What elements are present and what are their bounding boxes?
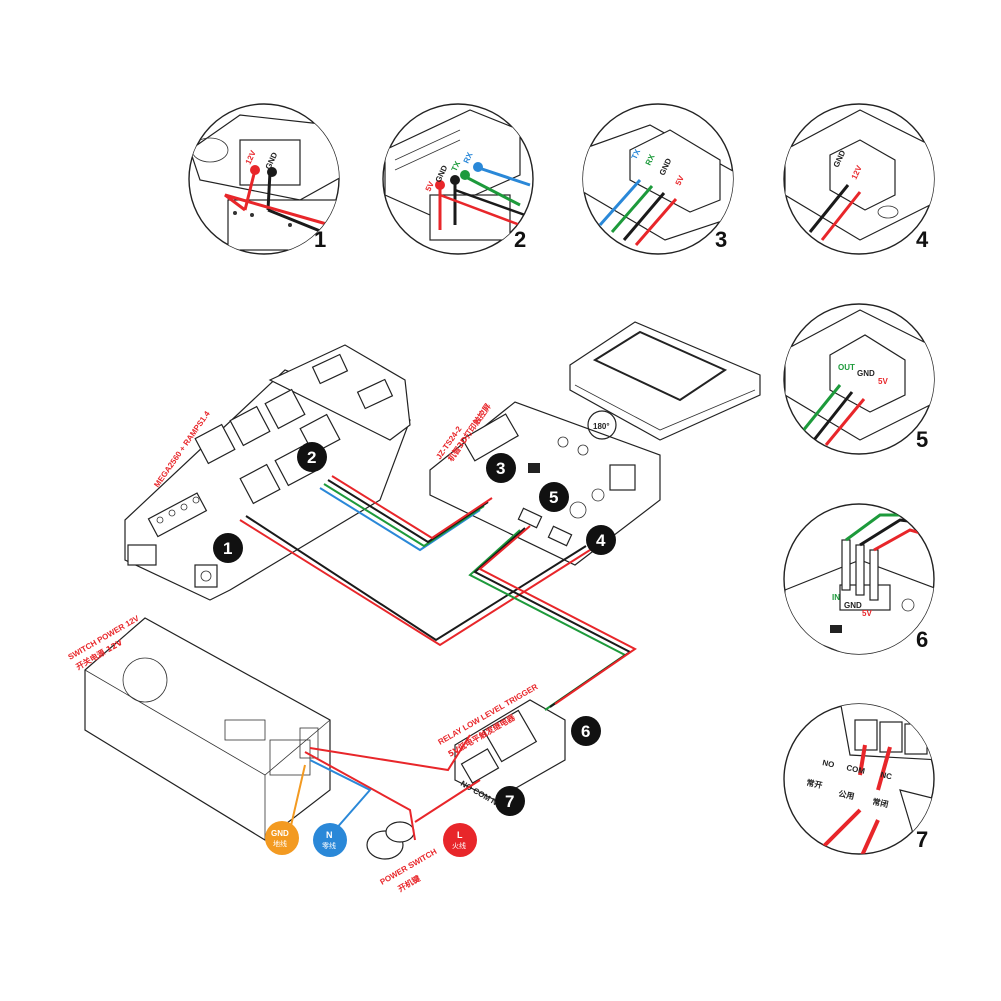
badge-gnd: GND 地线 [265,821,299,855]
marker-6-text: 6 [581,722,590,741]
inset-4-number: 4 [916,227,929,252]
marker-7-text: 7 [505,792,514,811]
power-supply: SWITCH POWER 12V 开关电源 12V [67,613,331,841]
rotate-label: 180° [593,422,610,431]
badge-n: N 零线 [313,823,347,857]
marker-3-text: 3 [496,459,505,478]
inset-2-pin-tx: TX [450,159,463,173]
relay-module: RELAY LOW LEVEL TRIGGER 5V低电平触发继电器 NO CO… [437,682,566,810]
badge-l-cn: 火线 [452,841,466,850]
marker-5: 5 [539,482,569,512]
marker-1-text: 1 [223,539,232,558]
inset-6-number: 6 [916,627,928,652]
badge-gnd-text: GND [271,829,289,838]
badge-n-text: N [326,830,333,840]
inset-1: 12V GND 1 [188,103,340,255]
wires [239,475,637,841]
controller-board: JZ-TS24-2 机智3D打印触控屏 180° [429,401,661,566]
inset-2-pin-5v: 5V [424,180,437,193]
inset-7-pin-no: NO [822,758,836,769]
inset-7: NO COM NC 常开 公用 常闭 7 [783,703,935,855]
power-switch: POWER SWITCH 开机键 [366,821,439,894]
ramps-board: MEGA2560 + RAMPS1.4 [124,344,411,601]
inset-3-number: 3 [715,227,727,252]
badge-n-cn: 零线 [322,841,336,850]
inset-5-pin-out: OUT [838,363,855,372]
marker-1: 1 [213,533,243,563]
marker-3: 3 [486,453,516,483]
inset-3-pin-tx: TX [630,147,643,161]
inset-2: 5V GND TX RX 2 [382,103,534,255]
badge-gnd-cn: 地线 [273,839,287,848]
inset-7-cn-no: 常开 [806,777,824,790]
inset-7-number: 7 [916,827,928,852]
badge-l-text: L [457,830,463,840]
inset-6: IN GND 5V 6 [783,503,935,655]
marker-2-text: 2 [307,448,316,467]
inset-7-pin-nc: NC [880,770,893,781]
inset-7-pin-com: COM [846,763,866,776]
marker-5-text: 5 [549,488,558,507]
inset-5: OUT GND 5V 5 [783,303,935,455]
marker-7: 7 [495,786,525,816]
marker-2: 2 [297,442,327,472]
inset-2-number: 2 [514,227,526,252]
inset-5-number: 5 [916,427,928,452]
inset-5-pin-gnd: GND [857,369,875,378]
badge-l: L 火线 [443,823,477,857]
touch-screen [569,321,761,441]
inset-5-pin-5v: 5V [878,377,888,386]
inset-6-pin-gnd: GND [844,601,862,610]
inset-3: TX RX GND 5V 3 [582,103,734,255]
marker-4: 4 [586,525,616,555]
inset-3-pin-5v: 5V [674,174,687,187]
inset-6-pin-in: IN [832,593,840,602]
inset-4: GND 12V 4 [783,103,935,255]
inset-7-cn-com: 公用 [838,789,856,801]
marker-6: 6 [571,716,601,746]
inset-1-number: 1 [314,227,326,252]
inset-7-cn-nc: 常闭 [872,796,890,809]
marker-4-text: 4 [596,531,606,550]
inset-6-pin-5v: 5V [862,609,872,618]
